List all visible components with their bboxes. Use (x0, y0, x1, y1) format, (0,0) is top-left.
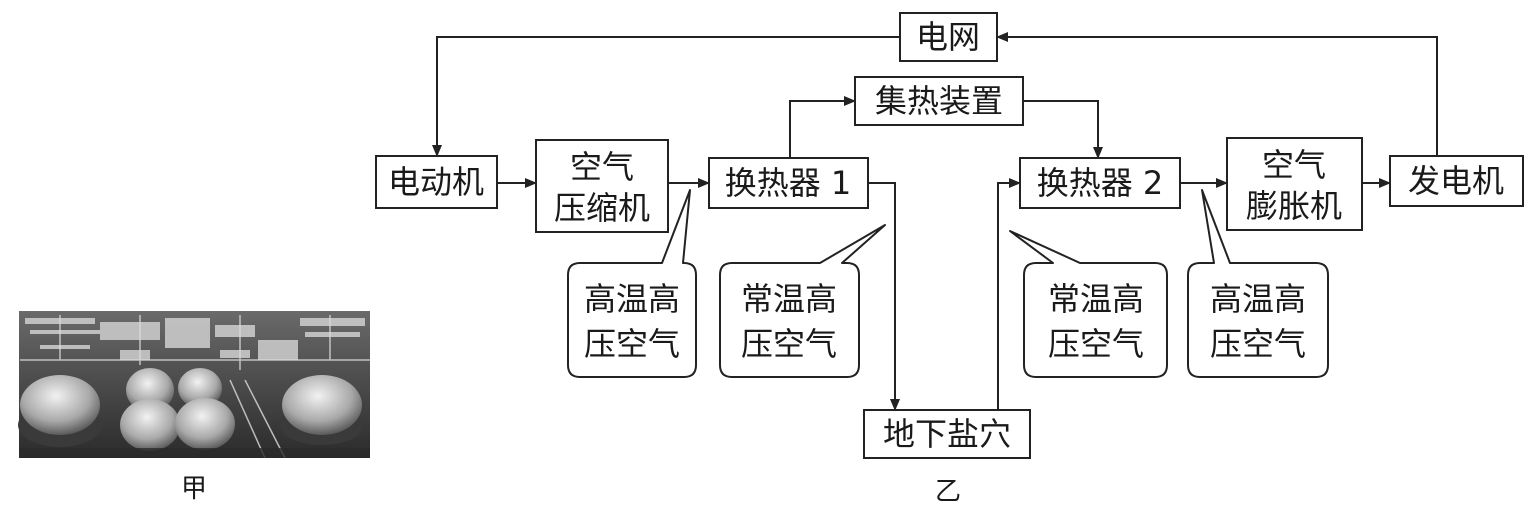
svg-text:电动机: 电动机 (388, 163, 484, 201)
callout-high-temp-1: 高温高 压空气 (567, 189, 697, 378)
callout-normal-temp-1: 常温高 压空气 (719, 224, 886, 378)
node-expander: 空气 膨胀机 (1226, 137, 1363, 231)
node-motor: 电动机 (375, 155, 498, 209)
svg-text:换热器 1: 换热器 1 (725, 164, 852, 202)
photo-caption: 甲 (181, 474, 207, 504)
svg-text:常温高: 常温高 (1048, 280, 1144, 318)
node-heat-exchanger-1: 换热器 1 (708, 157, 869, 209)
callout-normal-temp-2: 常温高 压空气 (1009, 230, 1168, 378)
svg-text:电网: 电网 (916, 18, 980, 56)
node-heat-collector: 集热装置 (854, 76, 1024, 126)
svg-text:发电机: 发电机 (1408, 162, 1504, 200)
svg-text:压空气: 压空气 (1048, 325, 1144, 363)
flow-lines (432, 32, 1438, 411)
svg-text:常温高: 常温高 (741, 280, 837, 318)
node-salt-cavern: 地下盐穴 (863, 409, 1031, 459)
svg-text:压空气: 压空气 (741, 325, 837, 363)
svg-text:压缩机: 压缩机 (554, 189, 650, 227)
svg-text:换热器 2: 换热器 2 (1037, 164, 1164, 202)
svg-text:压空气: 压空气 (1210, 325, 1306, 363)
svg-text:空气: 空气 (1262, 146, 1326, 184)
svg-text:地下盐穴: 地下盐穴 (883, 415, 1011, 453)
svg-text:膨胀机: 膨胀机 (1246, 187, 1342, 225)
svg-text:集热装置: 集热装置 (875, 82, 1003, 120)
svg-text:高温高: 高温高 (1210, 280, 1306, 318)
svg-text:空气: 空气 (570, 148, 634, 186)
diagram-caption: 乙 (935, 477, 961, 507)
node-compressor: 空气 压缩机 (535, 139, 669, 233)
node-generator: 发电机 (1389, 155, 1524, 207)
node-heat-exchanger-2: 换热器 2 (1019, 157, 1181, 209)
callout-high-temp-2: 高温高 压空气 (1187, 189, 1329, 378)
svg-text:压空气: 压空气 (584, 325, 680, 363)
node-grid: 电网 (899, 12, 998, 62)
svg-text:高温高: 高温高 (584, 280, 680, 318)
plant-photo (18, 311, 370, 459)
